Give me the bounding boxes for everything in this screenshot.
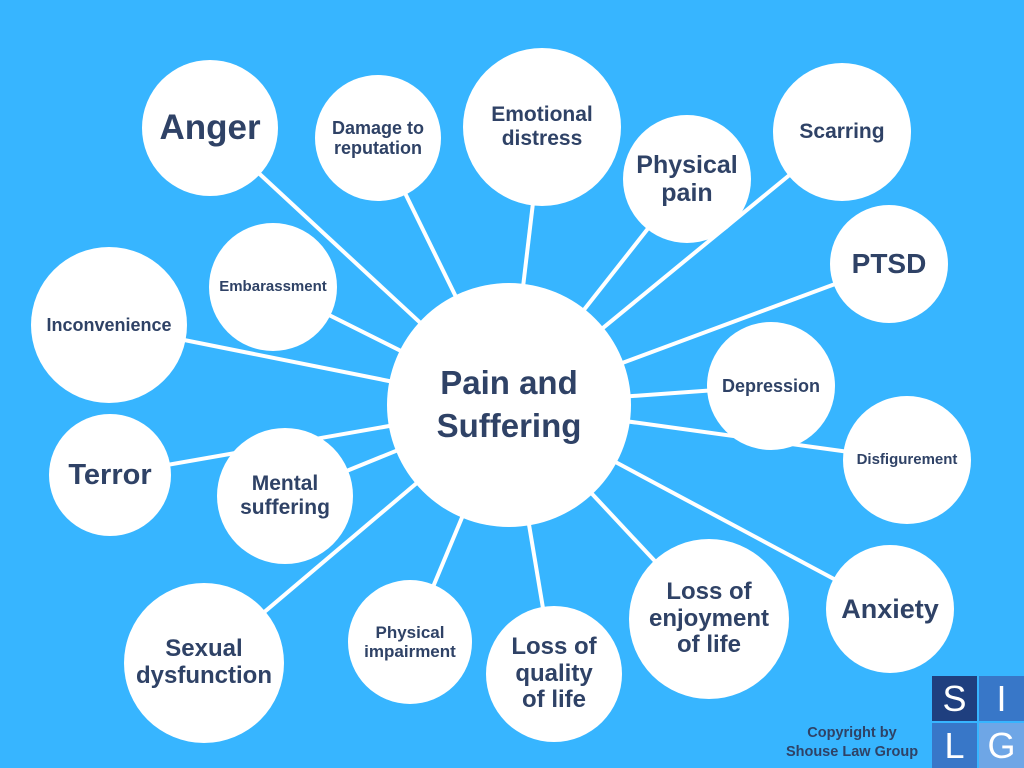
node-anxiety: Anxiety [826, 545, 954, 673]
node-inconvenience: Inconvenience [31, 247, 187, 403]
logo-letter-g: G [979, 723, 1024, 768]
node-disfigurement: Disfigurement [843, 396, 971, 524]
node-embarassment: Embarassment [209, 223, 337, 351]
node-ptsd: PTSD [830, 205, 948, 323]
center-hub-pain-and-suffering: Pain and Suffering [387, 283, 631, 527]
node-mental-suffering: Mental suffering [217, 428, 353, 564]
logo-letter-l: L [932, 723, 977, 768]
node-depression: Depression [707, 322, 835, 450]
logo-letter-s: S [932, 676, 977, 721]
node-loss-of-quality-of-life: Loss of quality of life [486, 606, 622, 742]
node-terror: Terror [49, 414, 171, 536]
silg-logo: S I L G [932, 676, 1024, 768]
node-scarring: Scarring [773, 63, 911, 201]
node-emotional-distress: Emotional distress [463, 48, 621, 206]
copyright-notice: Copyright by Shouse Law Group [785, 725, 919, 760]
node-sexual-dysfunction: Sexual dysfunction [124, 583, 284, 743]
node-damage-to-reputation: Damage to reputation [315, 75, 441, 201]
node-anger: Anger [142, 60, 278, 196]
logo-letter-i: I [979, 676, 1024, 721]
node-physical-pain: Physical pain [623, 115, 751, 243]
node-physical-impairment: Physical impairment [348, 580, 472, 704]
node-loss-of-enjoyment-of-life: Loss of enjoyment of life [629, 539, 789, 699]
